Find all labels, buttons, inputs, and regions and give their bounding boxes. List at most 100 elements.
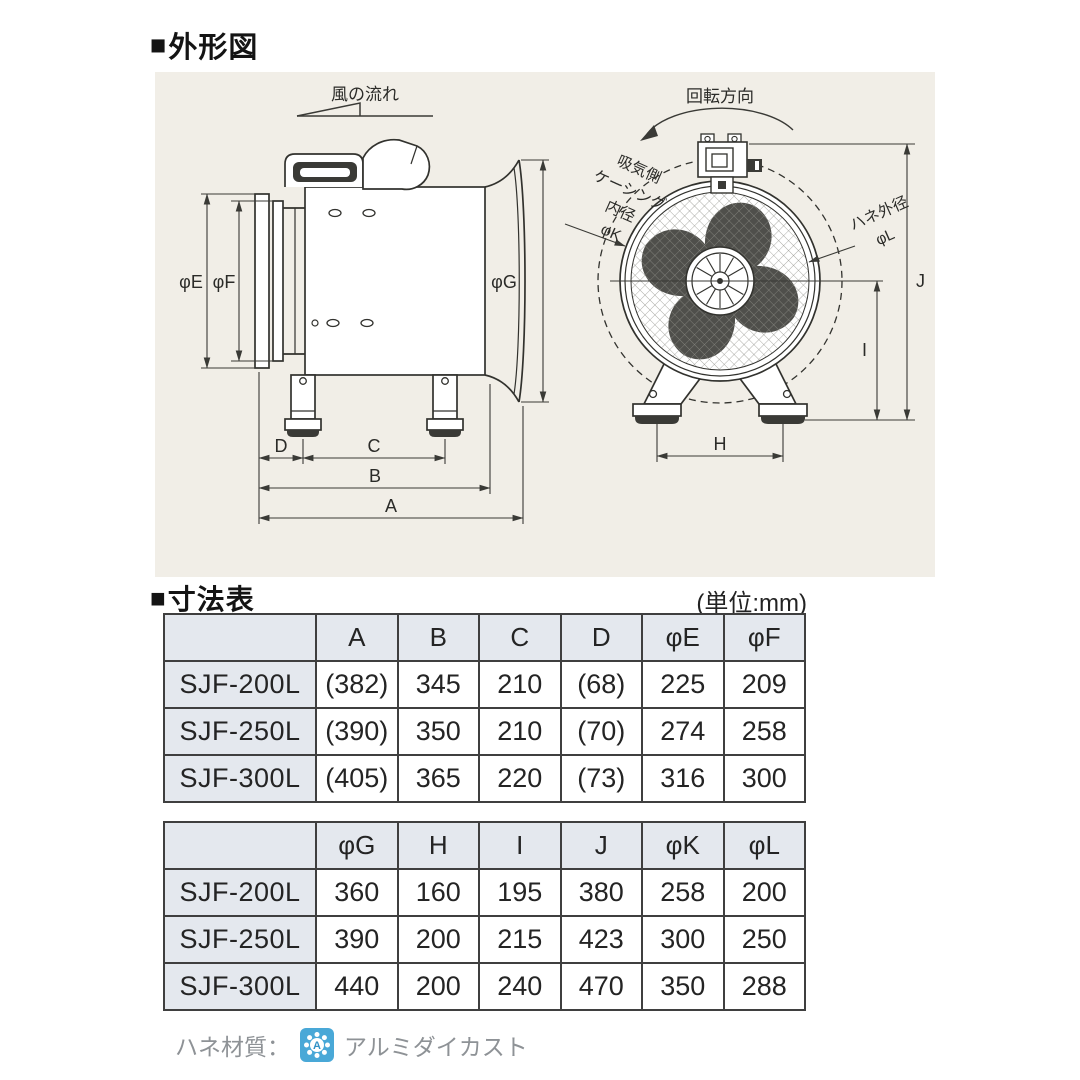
airflow-label: 風の流れ <box>331 85 399 104</box>
col-header: H <box>396 821 480 870</box>
dimension-section-title: 寸法表 <box>167 584 255 615</box>
value-cell: 440 <box>315 962 399 1011</box>
value-cell: 288 <box>722 962 806 1011</box>
intake-flange <box>254 193 270 369</box>
blade-label-line2: φL <box>873 226 897 249</box>
rotation-arc <box>646 107 794 135</box>
dim-label-phiG: φG <box>491 272 517 292</box>
side-view-dimensions <box>201 102 549 524</box>
dim-label-b: B <box>369 466 381 486</box>
outline-section-title: 外形図 <box>168 32 259 64</box>
dimension-section-heading: ■ 寸法表 (単位:mm) <box>150 578 807 618</box>
col-header: φE <box>641 613 725 662</box>
value-cell: 316 <box>641 754 725 803</box>
outline-drawing-panel: 風の流れ φE φF φG D C B A 回転方向 H I J 吸気側 ケーシ… <box>155 72 935 577</box>
value-cell: 200 <box>722 868 806 917</box>
value-cell: 365 <box>396 754 480 803</box>
table-row: SJF-300L 440 200 240 470 350 288 <box>163 962 806 1011</box>
intake-label-line4: φK <box>598 221 624 245</box>
col-header: φL <box>722 821 806 870</box>
model-cell: SJF-200L <box>163 660 317 709</box>
model-cell: SJF-300L <box>163 754 317 803</box>
col-header: A <box>315 613 399 662</box>
dimension-table-2: φG H I J φK φL SJF-200L 360 160 195 380 … <box>163 821 806 1011</box>
blade-material-value: アルミダイカスト <box>344 1034 528 1060</box>
model-cell: SJF-300L <box>163 962 317 1011</box>
value-cell: 258 <box>722 707 806 756</box>
col-header: C <box>478 613 562 662</box>
value-cell: 350 <box>396 707 480 756</box>
col-header: I <box>478 821 562 870</box>
dim-label-j: J <box>916 271 925 291</box>
value-cell: 360 <box>315 868 399 917</box>
value-cell: 274 <box>641 707 725 756</box>
value-cell: 210 <box>478 707 562 756</box>
value-cell: 390 <box>315 915 399 964</box>
col-header <box>163 613 317 662</box>
value-cell: (73) <box>559 754 643 803</box>
outline-drawing: 風の流れ φE φF φG D C B A 回転方向 H I J 吸気側 ケーシ… <box>179 85 925 524</box>
table-row: SJF-200L 360 160 195 380 258 200 <box>163 868 806 917</box>
value-cell: 300 <box>641 915 725 964</box>
bellmouth-rim <box>518 159 526 403</box>
col-header: B <box>396 613 480 662</box>
value-cell: 209 <box>722 660 806 709</box>
value-cell: (70) <box>559 707 643 756</box>
dim-label-a: A <box>385 496 397 516</box>
value-cell: 215 <box>478 915 562 964</box>
dim-label-h: H <box>714 434 727 454</box>
value-cell: 300 <box>722 754 806 803</box>
dim-label-d: D <box>275 436 288 456</box>
value-cell: (405) <box>315 754 399 803</box>
table-header-row: φG H I J φK φL <box>163 821 806 870</box>
value-cell: (382) <box>315 660 399 709</box>
value-cell: 200 <box>396 962 480 1011</box>
col-header <box>163 821 317 870</box>
icon-letter: A <box>313 1040 321 1052</box>
junction-box <box>697 133 762 194</box>
rotation-arrowhead <box>640 125 658 141</box>
dim-label-c: C <box>368 436 381 456</box>
value-cell: 250 <box>722 915 806 964</box>
side-foot-left <box>284 374 322 437</box>
col-header: φG <box>315 821 399 870</box>
fan-casing-side <box>304 186 486 376</box>
table-row: SJF-250L 390 200 215 423 300 250 <box>163 915 806 964</box>
model-cell: SJF-200L <box>163 868 317 917</box>
dim-label-phiE: φE <box>179 272 203 292</box>
col-header: D <box>559 613 643 662</box>
col-header: φK <box>641 821 725 870</box>
value-cell: 345 <box>396 660 480 709</box>
value-cell: (68) <box>559 660 643 709</box>
square-marker-icon: ■ <box>150 29 168 60</box>
value-cell: 423 <box>559 915 643 964</box>
value-cell: 470 <box>559 962 643 1011</box>
value-cell: 225 <box>641 660 725 709</box>
side-view <box>254 138 526 437</box>
table-row: SJF-250L (390) 350 210 (70) 274 258 <box>163 707 806 756</box>
value-cell: (390) <box>315 707 399 756</box>
aluminum-diecast-icon: A <box>300 1028 334 1062</box>
value-cell: 380 <box>559 868 643 917</box>
model-cell: SJF-250L <box>163 915 317 964</box>
unit-note: (単位:mm) <box>696 590 807 617</box>
cable-housing <box>362 138 431 191</box>
table-row: SJF-300L (405) 365 220 (73) 316 300 <box>163 754 806 803</box>
rotation-label: 回転方向 <box>686 87 754 106</box>
blade-material-label: ハネ材質： <box>175 1034 290 1060</box>
blade-diameter-label: ハネ外径 φL <box>847 193 911 249</box>
value-cell: 240 <box>478 962 562 1011</box>
square-marker-icon: ■ <box>150 582 167 613</box>
value-cell: 258 <box>641 868 725 917</box>
model-cell: SJF-250L <box>163 707 317 756</box>
value-cell: 200 <box>396 915 480 964</box>
front-view <box>597 133 843 424</box>
dim-label-i: I <box>862 340 867 360</box>
col-header: J <box>559 821 643 870</box>
value-cell: 195 <box>478 868 562 917</box>
value-cell: 210 <box>478 660 562 709</box>
table-header-row: A B C D φE φF <box>163 613 806 662</box>
dimension-table-1: A B C D φE φF SJF-200L (382) 345 210 (68… <box>163 613 806 803</box>
front-view-dimensions <box>564 107 915 462</box>
